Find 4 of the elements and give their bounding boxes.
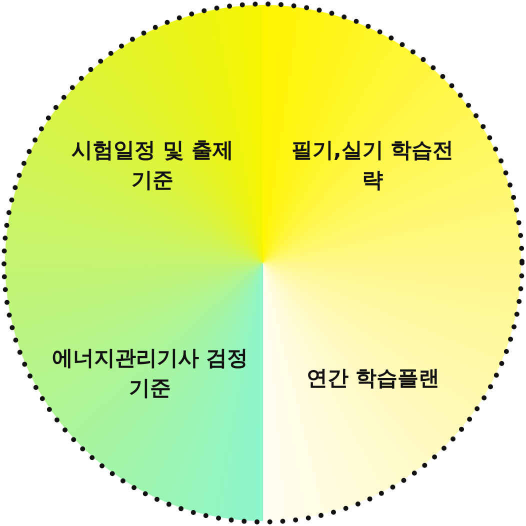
sector-label: 에너지관리기사 검정기준 — [50, 345, 250, 402]
sector-label: 필기,실기 학습전략 — [290, 137, 455, 194]
sector-label: 연간 학습플랜 — [305, 365, 441, 392]
sector-label: 시험일정 및 출제기준 — [70, 137, 234, 194]
